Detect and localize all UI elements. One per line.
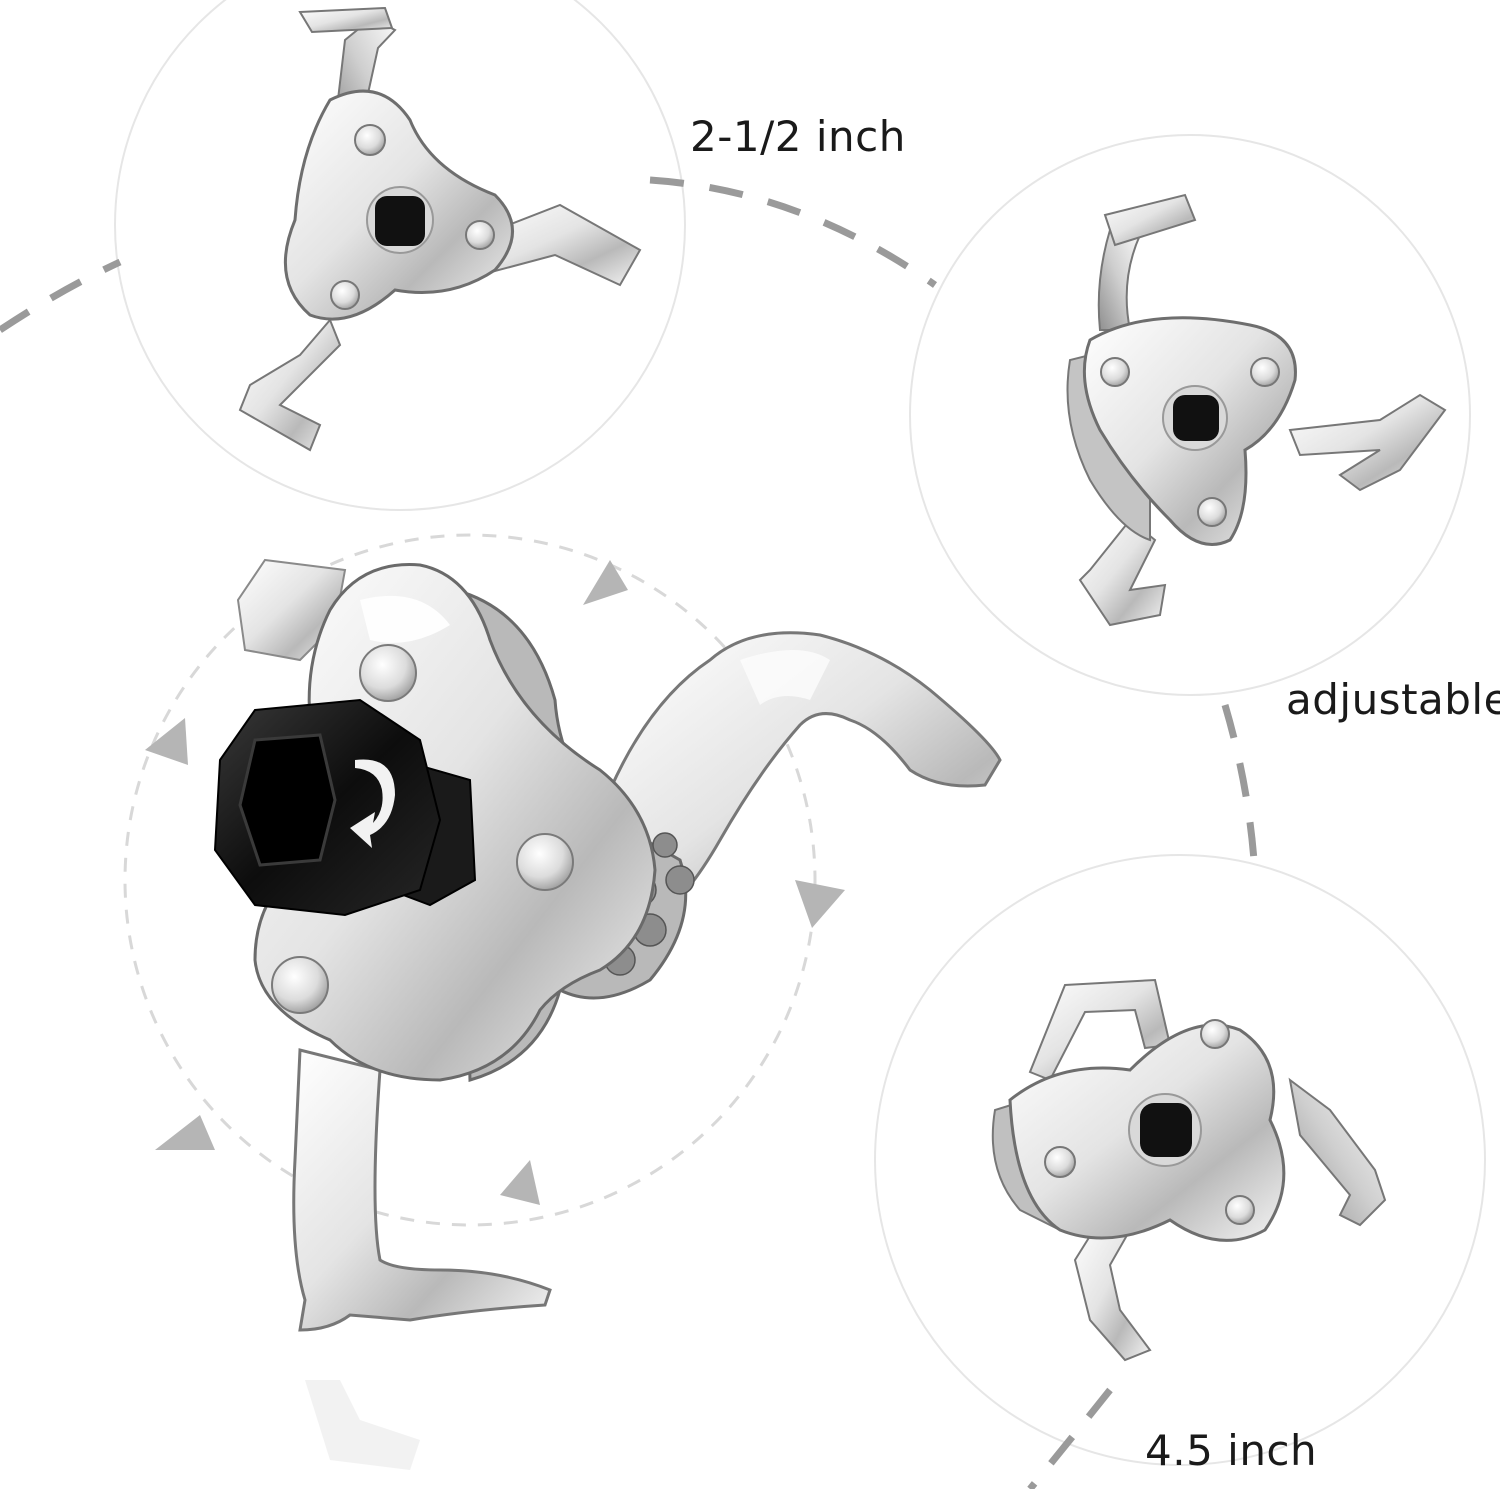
wrench-main xyxy=(213,558,1002,1470)
rotation-arrow-bottomleft-icon xyxy=(155,1115,215,1150)
size-label-small: 2-1/2 inch xyxy=(690,112,906,161)
wrench-adjustable xyxy=(1066,193,1447,627)
rotation-arrow-left-icon xyxy=(145,718,188,765)
wrench-small-size xyxy=(238,6,642,452)
rotation-indicator xyxy=(123,533,845,1227)
wrench-large-size xyxy=(991,978,1387,1362)
square-drive-hole xyxy=(375,196,425,246)
square-drive-hole xyxy=(1173,395,1219,441)
socket-adapter xyxy=(213,698,477,917)
dashed-connectors xyxy=(0,176,1259,1489)
rotation-arrow-right-icon xyxy=(795,880,845,928)
clockwise-arrow-icon xyxy=(350,759,395,848)
square-drive-hole xyxy=(1140,1103,1192,1157)
detail-circle-frames xyxy=(114,0,1486,1466)
size-label-large: 4.5 inch xyxy=(1145,1426,1318,1475)
rotation-arrow-bottom-icon xyxy=(500,1160,540,1205)
adjustable-label: adjustable xyxy=(1286,675,1500,724)
rotation-arrow-top-icon xyxy=(583,560,628,605)
